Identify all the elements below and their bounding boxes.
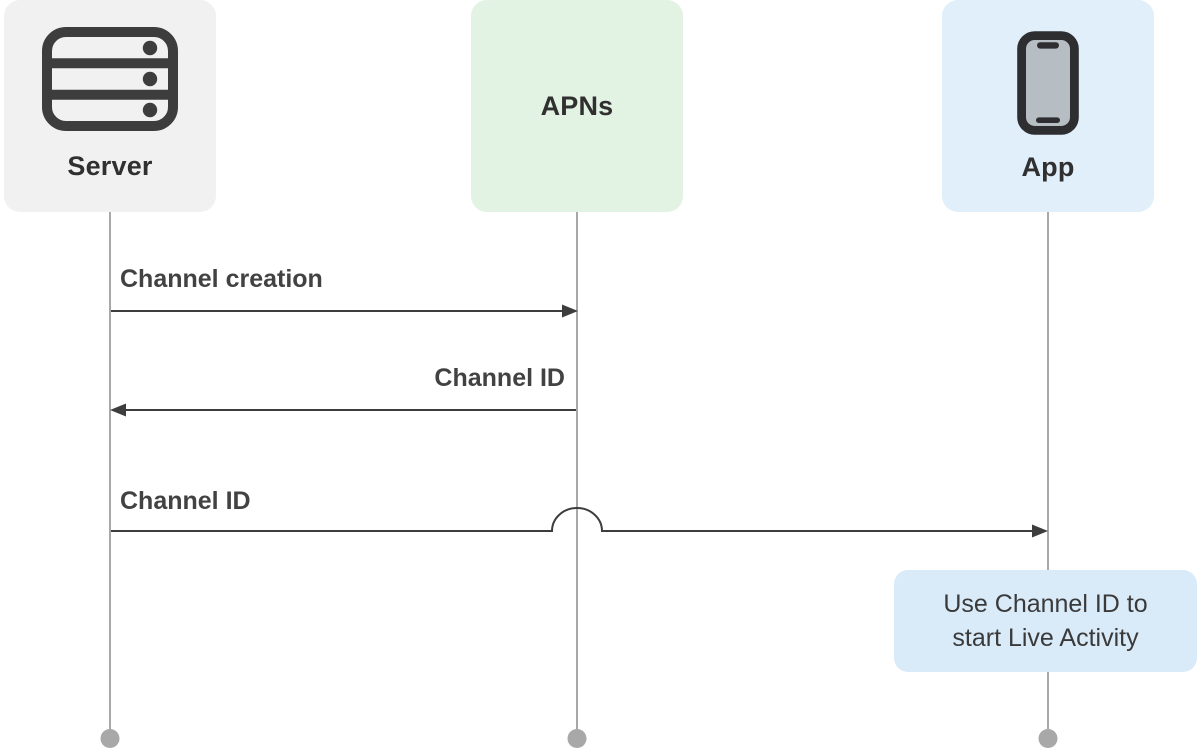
actor-box-server: Server [4, 0, 216, 212]
server-icon [42, 27, 178, 131]
note-text-line-1: Use Channel ID to [943, 590, 1148, 618]
note-box-use-channel-id: Use Channel ID to start Live Activity [894, 570, 1197, 672]
lifeline-endpoint-server [100, 729, 120, 748]
lifeline-endpoint-apns [567, 729, 587, 748]
actor-label-app: App [1021, 152, 1075, 182]
lifeline-endpoint-app [1038, 729, 1058, 748]
message-arrow-channel-id-to-app [111, 507, 1048, 538]
note-text-line-2: start Live Activity [952, 624, 1139, 652]
message-arrow-channel-id-return [110, 403, 576, 417]
message-arrow-channel-creation [111, 304, 578, 318]
actor-box-app: App [942, 0, 1154, 212]
actor-label-apns: APNs [540, 91, 614, 121]
phone-icon [1017, 31, 1079, 135]
actor-label-server: Server [67, 151, 153, 181]
actor-box-apns: APNs [471, 0, 683, 212]
message-label-channel-id-return: Channel ID [434, 364, 565, 392]
message-label-channel-creation: Channel creation [120, 265, 323, 293]
message-label-channel-id-to-app: Channel ID [120, 487, 251, 515]
